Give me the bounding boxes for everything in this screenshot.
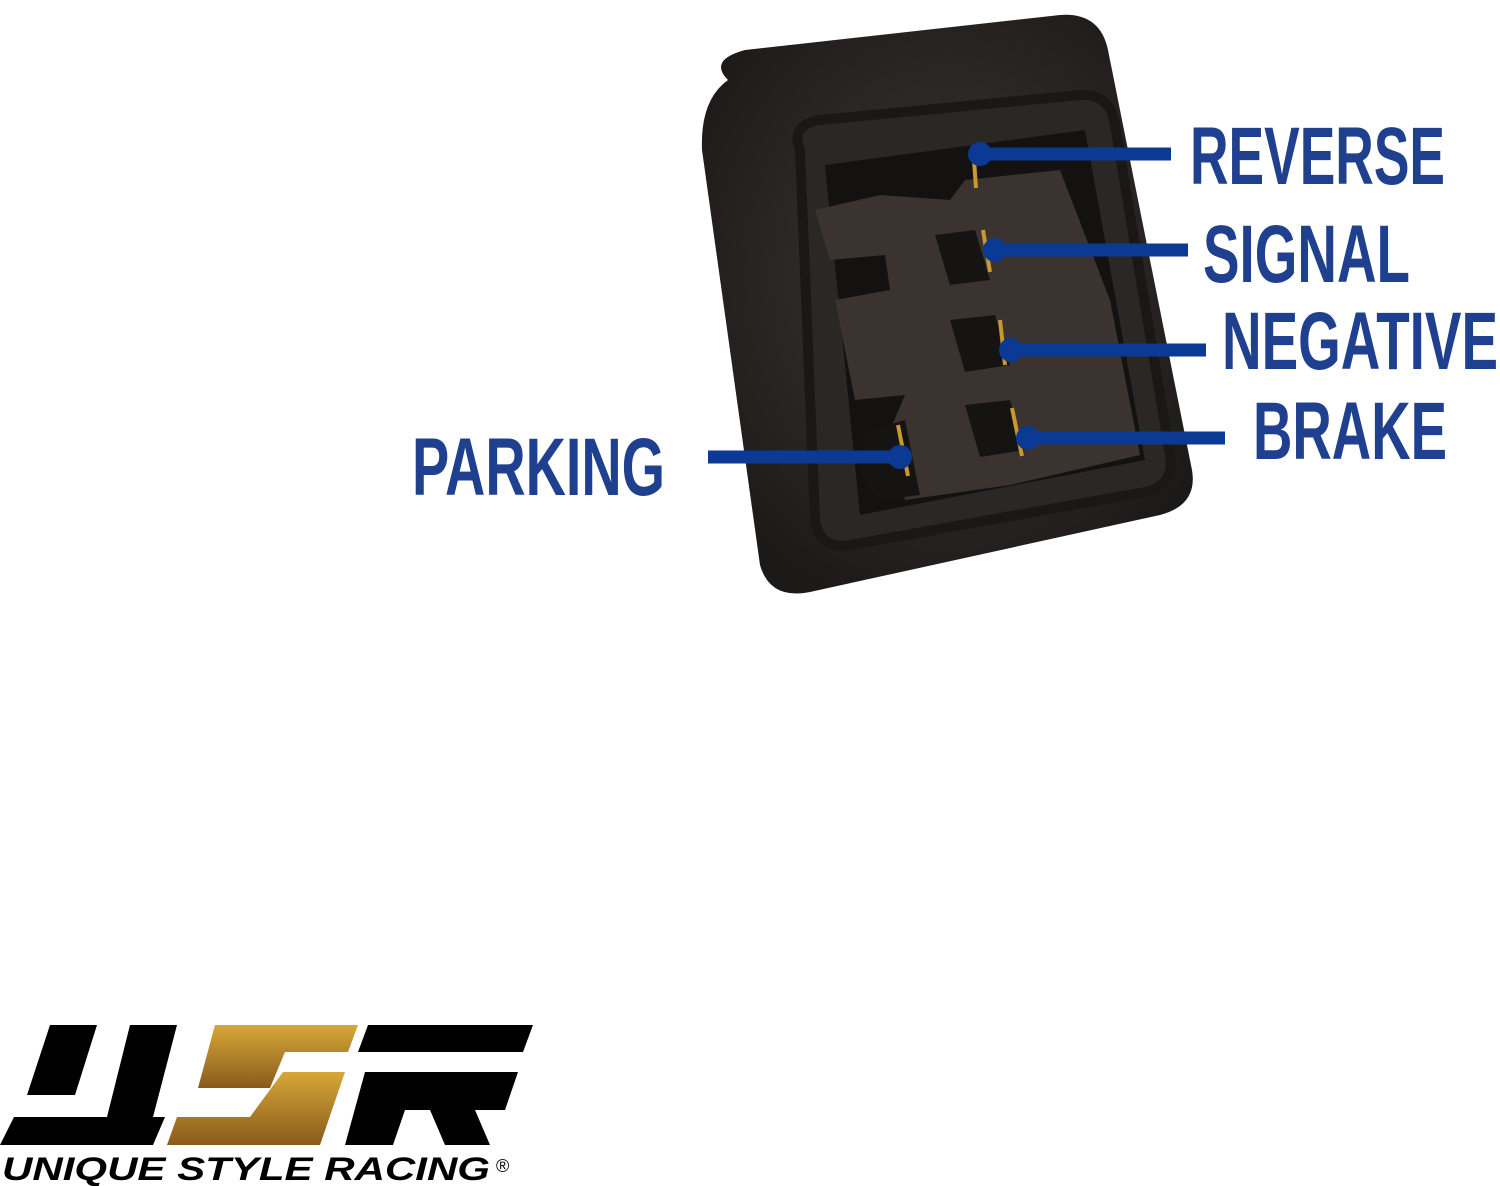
- pin-label-brake: BRAKE: [1253, 386, 1447, 477]
- pin-label-signal: SIGNAL: [1203, 209, 1410, 300]
- leader-signal: [983, 238, 1188, 262]
- logo-brand-name: UNIQUE STYLE RACING: [2, 1151, 490, 1186]
- pin-label-parking: PARKING: [412, 422, 665, 513]
- pin-reverse-contact: [972, 159, 978, 189]
- pin-label-negative: NEGATIVE: [1222, 296, 1498, 387]
- logo-mark: [0, 1025, 533, 1145]
- leader-brake: [1016, 426, 1225, 450]
- connector-housing: [701, 14, 1193, 594]
- leader-parking: [708, 445, 912, 469]
- usr-logo: UNIQUE STYLE RACING ®: [0, 1025, 533, 1186]
- pin-brake-contact: [1010, 407, 1024, 457]
- leader-lines: [708, 142, 1225, 469]
- leader-negative: [999, 338, 1206, 362]
- pin-label-reverse: REVERSE: [1190, 111, 1445, 202]
- leader-reverse: [968, 142, 1171, 166]
- registered-mark: ®: [496, 1156, 509, 1176]
